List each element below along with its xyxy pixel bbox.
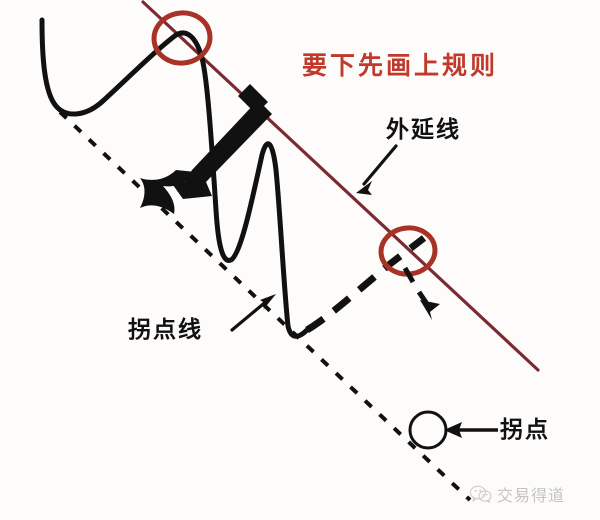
turning-point-circle-marker: [408, 410, 448, 450]
diagram-title: 要下先画上规则: [302, 53, 499, 80]
red-circle-top-peak: [151, 10, 213, 66]
label-turning-point-line: 拐点线: [128, 317, 203, 342]
thick-arrow-down-left-icon: [140, 84, 272, 214]
label-turning-point: 拐点: [500, 417, 550, 442]
arrow-up-right-icon-turning-line: [230, 294, 276, 332]
arrow-down-left-icon-extension: [356, 144, 398, 195]
label-extension-line: 外延线: [386, 117, 461, 142]
breakout-dashed-segment: [305, 235, 427, 333]
watermark: 交易得道: [470, 482, 565, 506]
arrow-left-icon-turning-point: [444, 422, 498, 438]
wechat-icon: [470, 485, 492, 503]
price-curve: [39, 17, 310, 339]
watermark-text: 交易得道: [497, 488, 566, 505]
dashed-arrow-down-icon: [402, 266, 440, 320]
extension-trend-line: [141, 0, 540, 372]
